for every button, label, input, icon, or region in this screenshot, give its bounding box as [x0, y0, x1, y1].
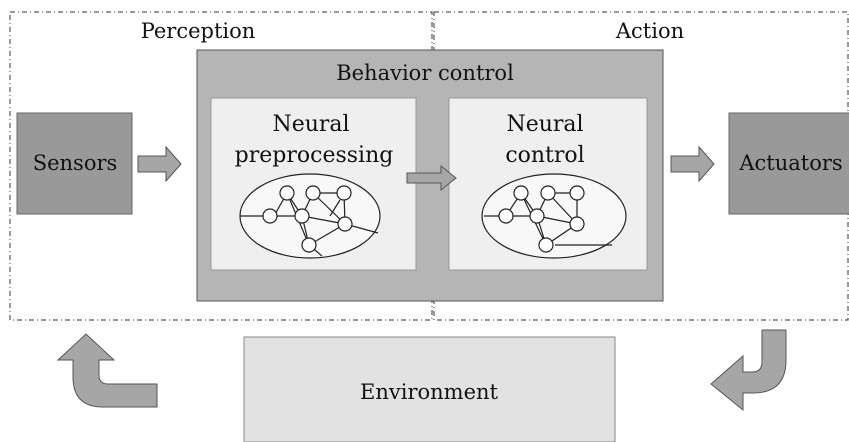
environment-box [243, 336, 616, 442]
sensors-to-preprocessing-arrow [137, 145, 182, 183]
action-label: Action [615, 19, 684, 43]
actuators-box [728, 112, 849, 215]
sensors-label: Sensors [33, 151, 118, 175]
actuators-to-environment-arrow [710, 329, 787, 412]
actuators-label: Actuators [738, 151, 842, 175]
behavior-control-label: Behavior control [336, 61, 514, 85]
neural-control-title-line2: control [505, 143, 584, 168]
neural-control-title-line1: Neural [506, 112, 583, 137]
preprocessing-network-icon [239, 173, 381, 259]
control-network-icon [481, 173, 627, 259]
sensors-box [16, 112, 133, 215]
preprocessing-to-control-arrow [406, 164, 457, 192]
environment-label: Environment [360, 380, 499, 404]
neural-preprocessing-title-line1: Neural [272, 112, 349, 137]
control-to-actuators-arrow [670, 145, 715, 183]
neural-preprocessing-title-line2: preprocessing [235, 143, 394, 168]
perception-label: Perception [141, 19, 256, 43]
environment-to-sensors-arrow [56, 333, 158, 408]
